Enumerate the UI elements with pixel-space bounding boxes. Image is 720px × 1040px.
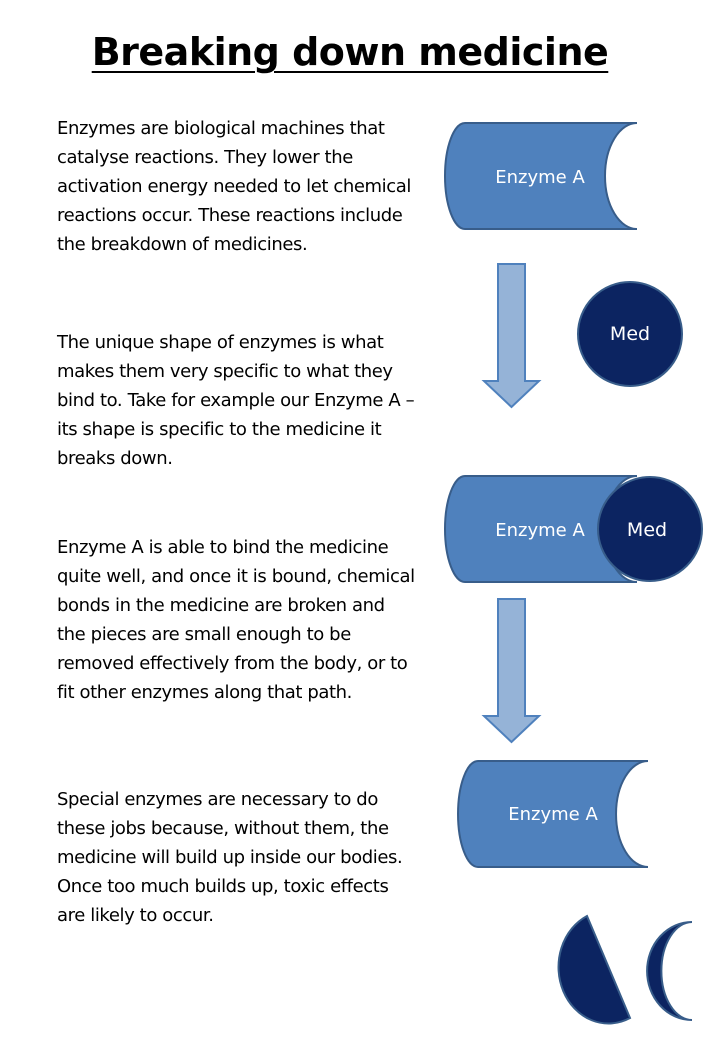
medicine-label: Med — [610, 323, 650, 345]
paragraph-special-enzymes: Special enzymes are necessary to do thes… — [57, 789, 403, 926]
enzyme-label-stage2: Enzyme A — [495, 520, 585, 541]
paragraph-enzyme-binding: Enzyme A is able to bind the medicine qu… — [57, 537, 415, 703]
medicine-circle: Med — [577, 281, 683, 387]
paragraph-enzyme-shape: The unique shape of enzymes is what make… — [57, 332, 415, 469]
enzyme-shape-stage1: Enzyme A — [444, 122, 638, 230]
page-title-text: Breaking down medicine — [91, 30, 609, 74]
enzyme-shape-stage2: Enzyme A — [444, 475, 638, 583]
enzyme-shape-stage3: Enzyme A — [457, 760, 649, 868]
page-title: Breaking down medicine — [0, 30, 700, 74]
enzyme-label-stage1: Enzyme A — [495, 167, 585, 188]
enzyme-label-stage3: Enzyme A — [508, 804, 598, 825]
medicine-fragment-2 — [646, 921, 693, 1021]
bound-medicine-label: Med — [627, 519, 667, 541]
down-arrow-2 — [481, 598, 542, 744]
down-arrow-1 — [481, 263, 542, 409]
paragraph-enzymes-intro: Enzymes are biological machines that cat… — [57, 118, 412, 255]
bound-medicine-circle: Med — [597, 476, 703, 582]
medicine-fragment-1 — [557, 914, 632, 1025]
